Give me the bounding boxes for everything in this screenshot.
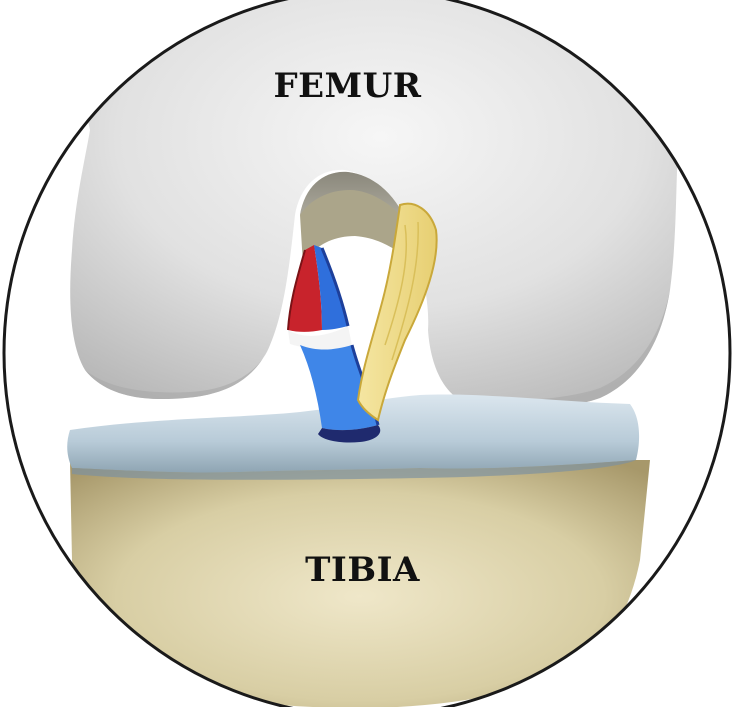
tibia-label: TIBIA [305,550,420,590]
tibia-shape [70,460,650,707]
femur-label: FEMUR [273,66,422,106]
acl-red-bundle [288,245,322,332]
acl-blue-upper [314,245,348,330]
femur-shape [60,0,700,410]
acl-blue-lower [300,345,378,431]
